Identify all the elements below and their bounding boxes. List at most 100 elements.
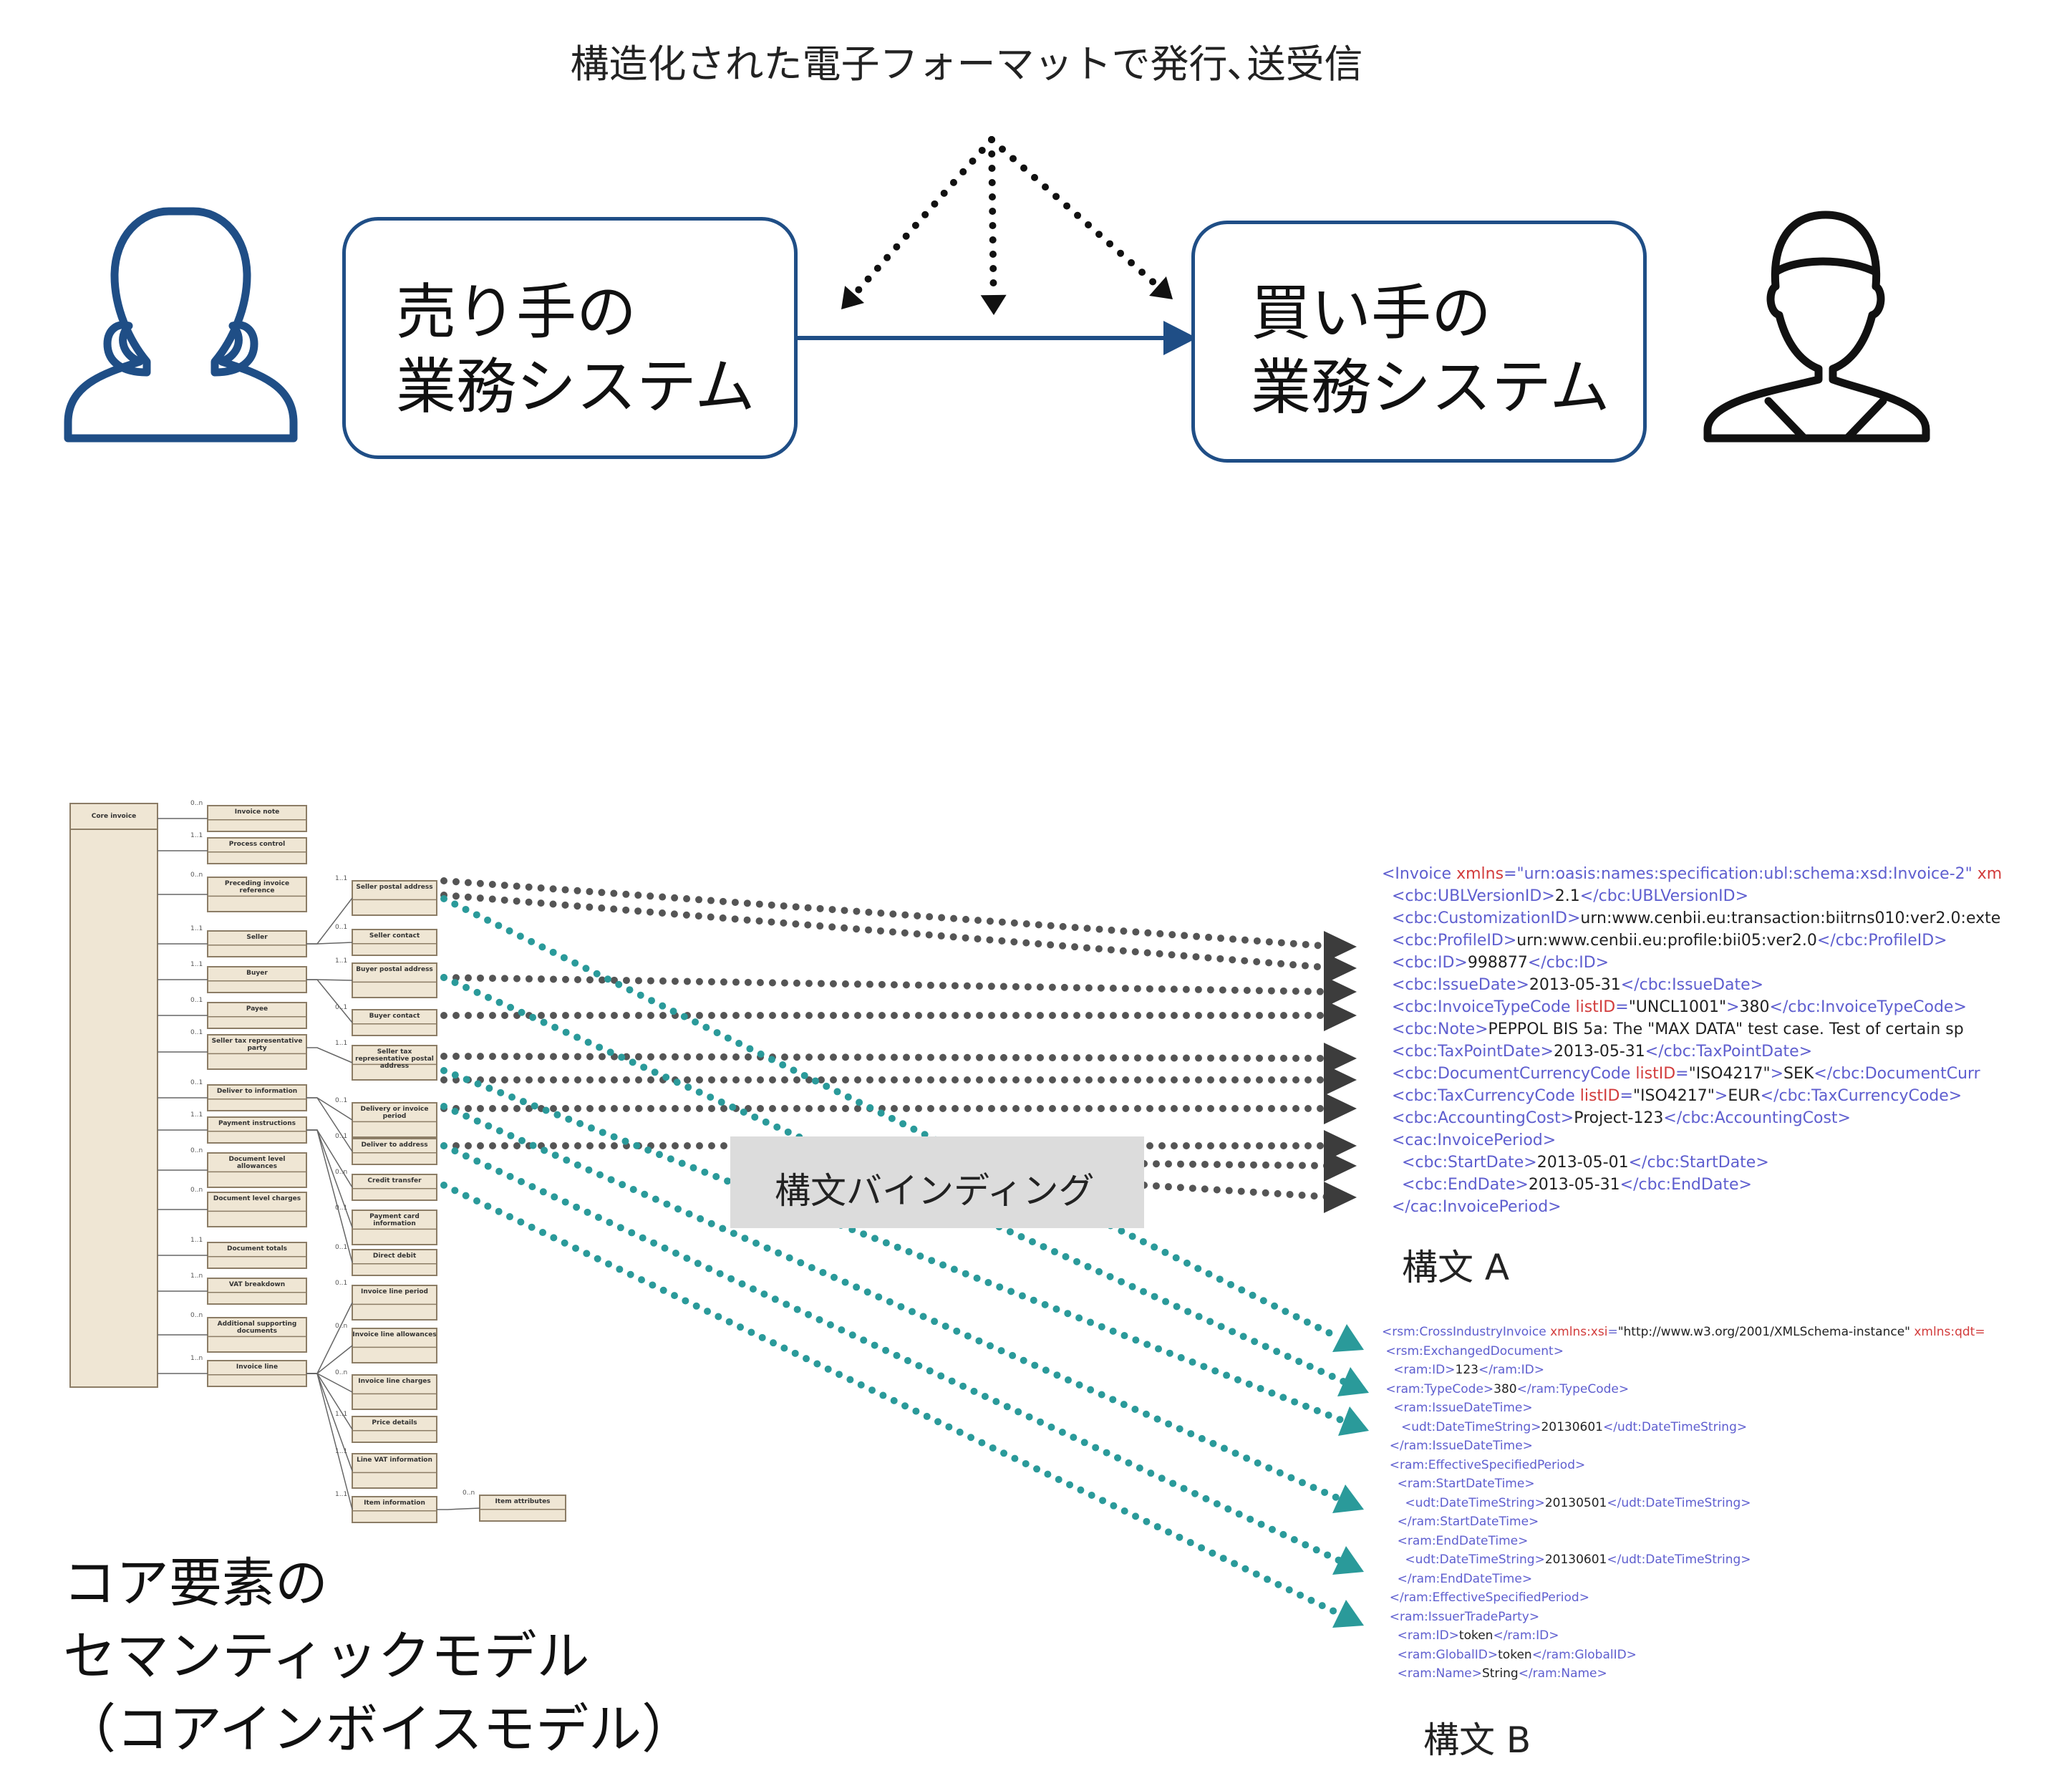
- syntax_a_lines-token: xmlns: [1456, 865, 1504, 883]
- syntax-a-arrowhead-2: [1324, 976, 1357, 1008]
- syntax_b_lines-line: <udt:DateTimeString>20130601</udt:DateTi…: [1382, 1420, 1747, 1434]
- syntax_a_lines-line: <cbc:EndDate>2013-05-31</cbc:EndDate>: [1382, 1176, 1752, 1194]
- syntax_a_lines-token: </cac:InvoicePeriod>: [1382, 1198, 1562, 1216]
- syntax-a-arrowhead-8: [1324, 1150, 1357, 1182]
- syntax-a-label: 構文 A: [1402, 1247, 1510, 1288]
- syntax_a_lines-token: "ISO4217": [1688, 1065, 1771, 1083]
- syntax_b_lines-line: <ram:IssuerTradeParty>: [1382, 1610, 1539, 1624]
- syntax_a_lines-token: PEPPOL BIS 5a: The "MAX DATA" test case.…: [1488, 1020, 1964, 1038]
- syntax_b_lines-token: 20130501: [1544, 1495, 1607, 1510]
- syntax_b_lines-line: <rsm:ExchangedDocument>: [1382, 1344, 1564, 1358]
- syntax_b_lines-token: </udt:DateTimeString>: [1607, 1495, 1751, 1510]
- syntax_b_lines-token: <rsm:ExchangedDocument>: [1382, 1343, 1564, 1358]
- syntax_a_lines-token: <cbc:AccountingCost>: [1382, 1109, 1574, 1127]
- model-caption-line1: コア要素の: [63, 1553, 328, 1614]
- syntax_a_lines-token: 380: [1739, 998, 1770, 1016]
- syntax_b_lines-token: xmlns:qdt=: [1914, 1325, 1985, 1339]
- syntax_a_lines-token: 998877: [1467, 954, 1528, 972]
- syntax-b-arrowhead-0: [1332, 1324, 1364, 1352]
- top-caption: 構造化された電子フォーマットで発行､送受信: [570, 42, 1363, 87]
- syntax_b_lines-token: =: [1607, 1325, 1618, 1339]
- syntax_a_lines-token: <cbc:UBLVersionID>: [1382, 887, 1555, 905]
- syntax_a_lines-token: <cbc:TaxCurrencyCode: [1382, 1087, 1580, 1105]
- syntax_a_lines-token: listID: [1635, 1065, 1676, 1083]
- syntax_a_lines-token: >: [1770, 1065, 1784, 1083]
- syntax_a_lines-token: </cbc:TaxPointDate>: [1645, 1043, 1813, 1061]
- syntax_b_lines-line: <ram:ID>123</ram:ID>: [1382, 1363, 1544, 1377]
- syntax_b_lines-token: </ram:ID>: [1478, 1363, 1544, 1377]
- syntax_a_lines-line: <cbc:DocumentCurrencyCode listID="ISO421…: [1382, 1065, 1980, 1083]
- buyer-system-box: 買い手の 業務システム: [1191, 221, 1647, 463]
- syntax_a_lines-token: "ISO4217": [1632, 1087, 1715, 1105]
- tree-col2-item-3-box: [352, 1009, 437, 1036]
- tree-col1-item-0-box: [207, 805, 307, 832]
- syntax-binding-label: 構文バインディング: [775, 1170, 1095, 1212]
- tree-col1-item-6-box: [207, 1034, 307, 1070]
- syntax_b_lines-token: <ram:IssueDateTime>: [1382, 1401, 1533, 1415]
- tree-col2-item-15-connector: [306, 1373, 353, 1510]
- tree-col2-item-6-box: [352, 1138, 437, 1165]
- syntax_a_lines-token: listID: [1579, 1087, 1620, 1105]
- syntax_a_lines-token: </cbc:EndDate>: [1620, 1176, 1752, 1194]
- exchange-flow: [64, 136, 1930, 443]
- syntax_b_lines-token: </ram:IssueDateTime>: [1382, 1439, 1533, 1453]
- syntax_b_lines-token: 380: [1494, 1381, 1517, 1396]
- syntax_b_lines-token: <ram:ID>: [1382, 1628, 1459, 1643]
- dotted-arrow-to-seller-head: [841, 286, 865, 309]
- syntax_b_lines-token: "http://www.w3.org/2001/XMLSchema-instan…: [1617, 1325, 1914, 1339]
- syntax_a_lines-token: =: [1620, 1087, 1633, 1105]
- syntax_a_lines-token: 2013-05-01: [1536, 1154, 1629, 1172]
- dotted-arrow-to-seller: [851, 136, 995, 299]
- tree-col2-item-12-connector: [306, 1373, 353, 1393]
- syntax_b_lines-token: </ram:StartDateTime>: [1382, 1515, 1539, 1529]
- syntax_b_lines-token: <ram:EndDateTime>: [1382, 1533, 1529, 1548]
- tree-col2-item-6-connector: [306, 1097, 353, 1152]
- tree-col2-item-13-box: [352, 1416, 437, 1443]
- syntax-a-connector-0: [440, 877, 1339, 950]
- syntax_a_lines-line: <cbc:AccountingCost>Project-123</cbc:Acc…: [1382, 1109, 1851, 1127]
- syntax-b-arrowhead-3: [1332, 1485, 1364, 1513]
- tree-col2-item-7-box: [352, 1174, 437, 1201]
- syntax_a_lines-token: </cbc:DocumentCurr: [1814, 1065, 1980, 1083]
- syntax-a-connector-8: [1141, 1160, 1339, 1169]
- tree-col1-item-2-box: [207, 877, 307, 912]
- syntax_b_lines-token: <ram:ID>: [1382, 1363, 1456, 1377]
- syntax_b_lines-line: <ram:Name>String</ram:Name>: [1382, 1666, 1607, 1681]
- syntax-a-arrowhead-6: [1324, 1093, 1357, 1124]
- tree-col2-item-3-connector: [306, 979, 353, 1023]
- syntax_a_lines-line: <cbc:ID>998877</cbc:ID>: [1382, 954, 1609, 972]
- syntax_b_lines-line: <ram:EndDateTime>: [1382, 1533, 1529, 1548]
- syntax-b-arrowhead-2: [1338, 1406, 1369, 1436]
- syntax-b-arrowhead-4: [1332, 1546, 1364, 1575]
- syntax_a_lines-line: <cbc:TaxCurrencyCode listID="ISO4217">EU…: [1382, 1087, 1962, 1105]
- tree-col2-item-7-connector: [306, 1129, 353, 1188]
- tree-col1-item-10-box: [207, 1192, 307, 1227]
- syntax_a_lines-token: >: [1714, 1087, 1728, 1105]
- syntax_a_lines-token: </cbc:UBLVersionID>: [1579, 887, 1749, 905]
- syntax_b_lines-token: xmlns:xsi: [1550, 1325, 1608, 1339]
- tree-col2-item-12-box: [352, 1374, 437, 1410]
- syntax_b_lines-line: <udt:DateTimeString>20130501</udt:DateTi…: [1382, 1496, 1751, 1510]
- syntax_a_lines-token: </cbc:IssueDate>: [1620, 976, 1764, 994]
- syntax_a_lines-line: <cbc:StartDate>2013-05-01</cbc:StartDate…: [1382, 1154, 1769, 1172]
- syntax-b-label: 構文 B: [1423, 1719, 1531, 1761]
- tree-col2-item-0-box: [352, 880, 437, 916]
- syntax_a_lines-line: <cbc:InvoiceTypeCode listID="UNCL1001">3…: [1382, 998, 1967, 1016]
- syntax-b-arrowhead-1: [1337, 1367, 1369, 1396]
- syntax_a_lines-token: listID: [1575, 998, 1616, 1016]
- syntax_a_lines-token: =: [1675, 1065, 1689, 1083]
- tree-col2-item-9-connector: [306, 1129, 353, 1263]
- syntax_b_lines-token: 123: [1455, 1363, 1478, 1377]
- syntax_a_lines-token: <cbc:EndDate>: [1382, 1176, 1529, 1194]
- tree-col1-item-7-box: [207, 1084, 307, 1111]
- syntax_a_lines-token: >: [1726, 998, 1740, 1016]
- syntax_b_lines-line: <rsm:CrossIndustryInvoice xmlns:xsi="htt…: [1382, 1325, 1985, 1339]
- syntax_a_lines-line: <cbc:Note>PEPPOL BIS 5a: The "MAX DATA" …: [1382, 1020, 1964, 1038]
- tree-col1-item-14-box: [207, 1360, 307, 1387]
- syntax_a_lines-token: 2013-05-31: [1553, 1043, 1645, 1061]
- syntax-a-arrowhead-7: [1324, 1130, 1357, 1162]
- tree-col1-item-9-box: [207, 1152, 307, 1188]
- syntax_a_lines-line: <cbc:IssueDate>2013-05-31</cbc:IssueDate…: [1382, 976, 1763, 994]
- syntax-a-arrowhead-9: [1324, 1182, 1357, 1213]
